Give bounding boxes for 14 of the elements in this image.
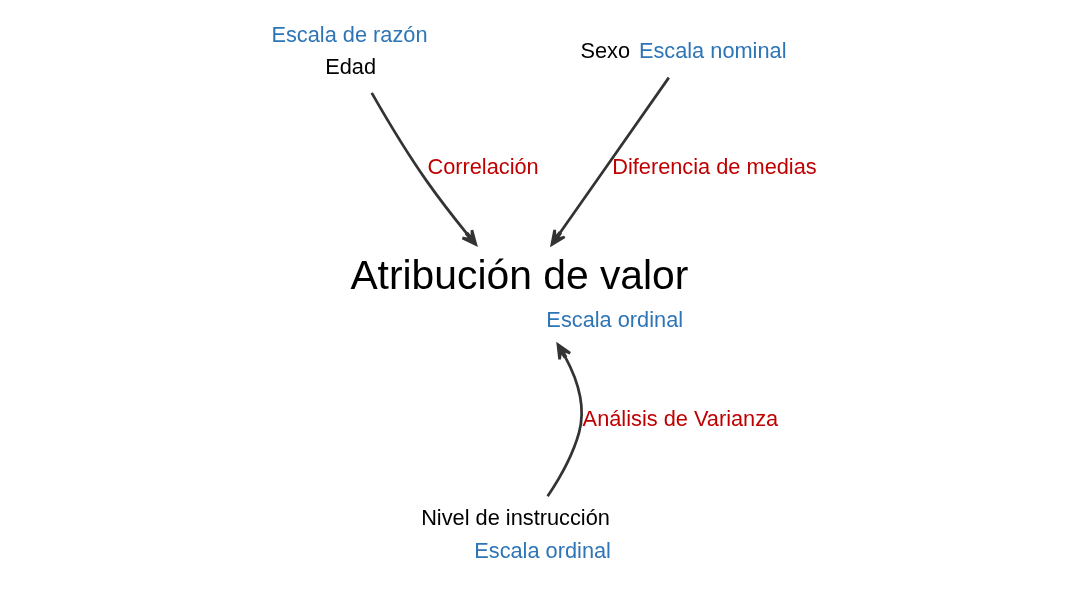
node-label: Escala de razón <box>271 21 428 47</box>
node-label: Escala nominal <box>638 38 787 64</box>
edge-label: Correlación <box>427 153 539 179</box>
node-text: Nivel de instrucción <box>421 504 610 530</box>
arrow <box>550 76 670 246</box>
arrow <box>546 343 583 498</box>
node-text: Edad <box>325 54 377 80</box>
edge-label: Análisis de Varianza <box>582 405 779 431</box>
node-label: Escala ordinal <box>474 537 611 563</box>
node-text: Sexo <box>580 38 631 64</box>
node-label: Escala ordinal <box>546 306 684 332</box>
node-text: Atribución de valor <box>350 252 689 299</box>
arrow <box>370 92 478 246</box>
edge-label: Diferencia de medias <box>612 153 817 179</box>
